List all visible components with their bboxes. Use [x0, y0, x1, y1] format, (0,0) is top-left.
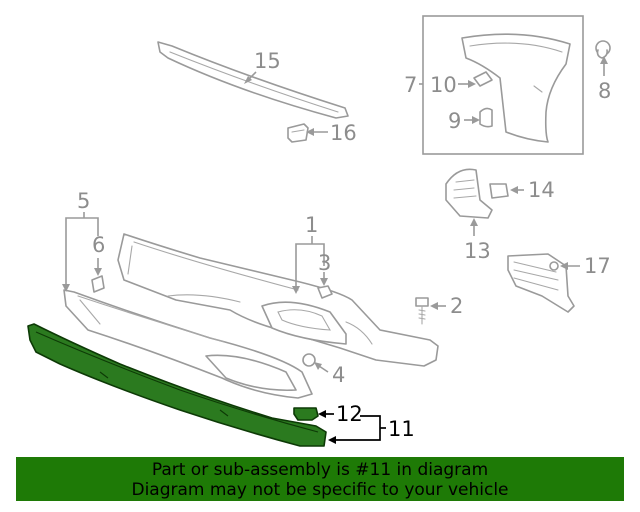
part-12-clip-highlighted — [293, 407, 319, 421]
callout-13: 13 — [464, 239, 491, 263]
part-2-bolt — [415, 297, 429, 325]
part-8-push-pin — [595, 40, 611, 76]
callout-1: 1 — [305, 213, 318, 237]
callout-10: 10 — [430, 73, 457, 97]
callout-4: 4 — [332, 363, 345, 387]
part-15-upper-trim — [157, 41, 349, 119]
callout-14: 14 — [528, 178, 555, 202]
callout-5: 5 — [77, 189, 90, 213]
part-16-clip — [287, 123, 309, 143]
part-13-bracket — [445, 168, 493, 219]
callout-12: 12 — [336, 402, 363, 426]
callout-15: 15 — [254, 49, 281, 73]
part-7-endcap-box — [422, 15, 584, 155]
part-3-clip — [317, 285, 333, 299]
part-14-clip — [489, 183, 509, 199]
part-4-grommet — [302, 353, 316, 367]
banner-line-2: Diagram may not be specific to your vehi… — [131, 480, 509, 500]
callout-6: 6 — [92, 233, 105, 257]
notice-banner: Part or sub-assembly is #11 in diagram D… — [16, 457, 624, 501]
callout-17: 17 — [584, 254, 611, 278]
callout-9: 9 — [448, 109, 461, 133]
part-5-lower-valance — [63, 289, 313, 399]
part-11-deflector-highlighted — [27, 323, 327, 447]
callout-16: 16 — [330, 121, 357, 145]
callout-3: 3 — [318, 251, 331, 275]
leader-lines — [62, 71, 580, 373]
callout-7: 7 — [404, 73, 417, 97]
leader-lines-highlighted — [318, 410, 386, 444]
callout-2: 2 — [450, 294, 463, 318]
part-6-clip — [91, 275, 105, 293]
callout-8: 8 — [598, 79, 611, 103]
part-17-bezel — [507, 253, 575, 313]
callout-11: 11 — [388, 417, 415, 441]
part-1-bumper-fascia — [117, 233, 439, 367]
banner-line-1: Part or sub-assembly is #11 in diagram — [151, 460, 489, 480]
